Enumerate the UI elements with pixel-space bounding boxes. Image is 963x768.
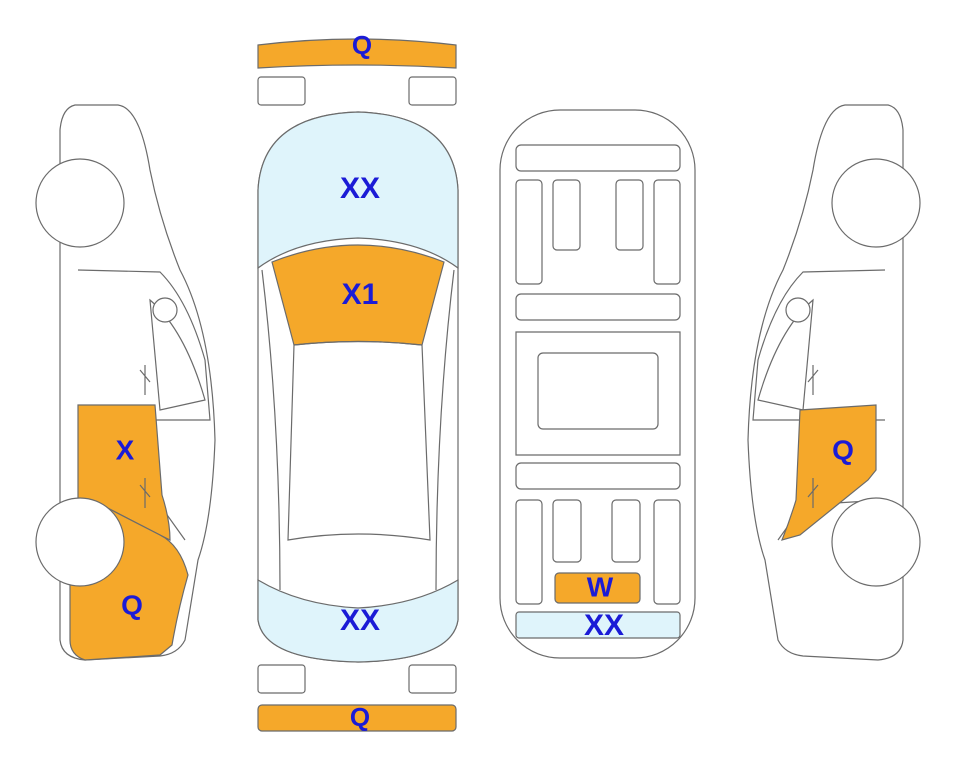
underbody-rear-left-rail (515, 499, 543, 605)
underbody-rear-cross-member (515, 462, 681, 490)
left-taillight (257, 664, 306, 694)
right-taillight (408, 664, 457, 694)
underbody-front-left-box (552, 179, 581, 251)
front-bumper-damage (257, 38, 457, 69)
left-body-side-line (261, 269, 281, 591)
left-headlight (257, 76, 306, 106)
right-rear-door-label: Q (832, 434, 854, 465)
right-rear-door-damage (780, 404, 877, 541)
left-mirror (152, 297, 178, 323)
underbody-rear-damage (515, 611, 681, 639)
right-rear-handle (807, 478, 819, 508)
right-headlight (408, 76, 457, 106)
right-mirror (785, 297, 811, 323)
top-view: Q XX X1 XX Q (257, 30, 459, 732)
underbody-view: W XX (499, 109, 696, 659)
left-rear-wheel (35, 497, 125, 587)
right-body-outline (747, 104, 904, 661)
left-rear-door-label: X (116, 434, 135, 465)
hood-label: XX (340, 172, 380, 205)
underbody-rear-label: XX (584, 609, 624, 642)
underbody-outline (499, 109, 696, 659)
underbody-cross-member (515, 293, 681, 321)
underbody-center-frame (515, 331, 681, 456)
rear-bumper-damage (257, 704, 457, 732)
left-rear-quarter-label: Q (121, 589, 143, 620)
underbody-rear-left-box (552, 499, 582, 563)
underbody-front-left-rail (515, 179, 543, 285)
underbody-rear-right-rail (653, 499, 681, 605)
right-side-view: Q (747, 104, 921, 661)
right-front-handle (807, 365, 819, 395)
right-cabin-line (752, 269, 886, 421)
rear-window-damage (257, 578, 459, 663)
left-body-outline (59, 104, 216, 661)
rear-window-label: XX (340, 604, 380, 637)
underbody-panel-damage (554, 572, 641, 604)
underbody-center-panel (537, 352, 659, 430)
underbody-front-right-rail (653, 179, 681, 285)
underbody-panel-label: W (587, 571, 614, 602)
underbody-rear-right-box (611, 499, 641, 563)
front-bumper-label: Q (352, 30, 372, 60)
right-front-wheel (831, 158, 921, 248)
left-cabin-line (77, 269, 211, 421)
underbody-front-right-box (615, 179, 644, 251)
right-body-side-line (435, 269, 455, 591)
rear-bumper-label: Q (350, 702, 370, 732)
left-rear-handle (139, 478, 151, 508)
left-front-handle (139, 365, 151, 395)
right-rear-wheel (831, 497, 921, 587)
underbody-front-bar (515, 144, 681, 172)
left-side-view: X Q (35, 104, 216, 661)
roof-outline (287, 340, 431, 541)
left-front-wheel (35, 158, 125, 248)
hood-damage (257, 111, 459, 270)
windshield-label: X1 (342, 278, 379, 311)
